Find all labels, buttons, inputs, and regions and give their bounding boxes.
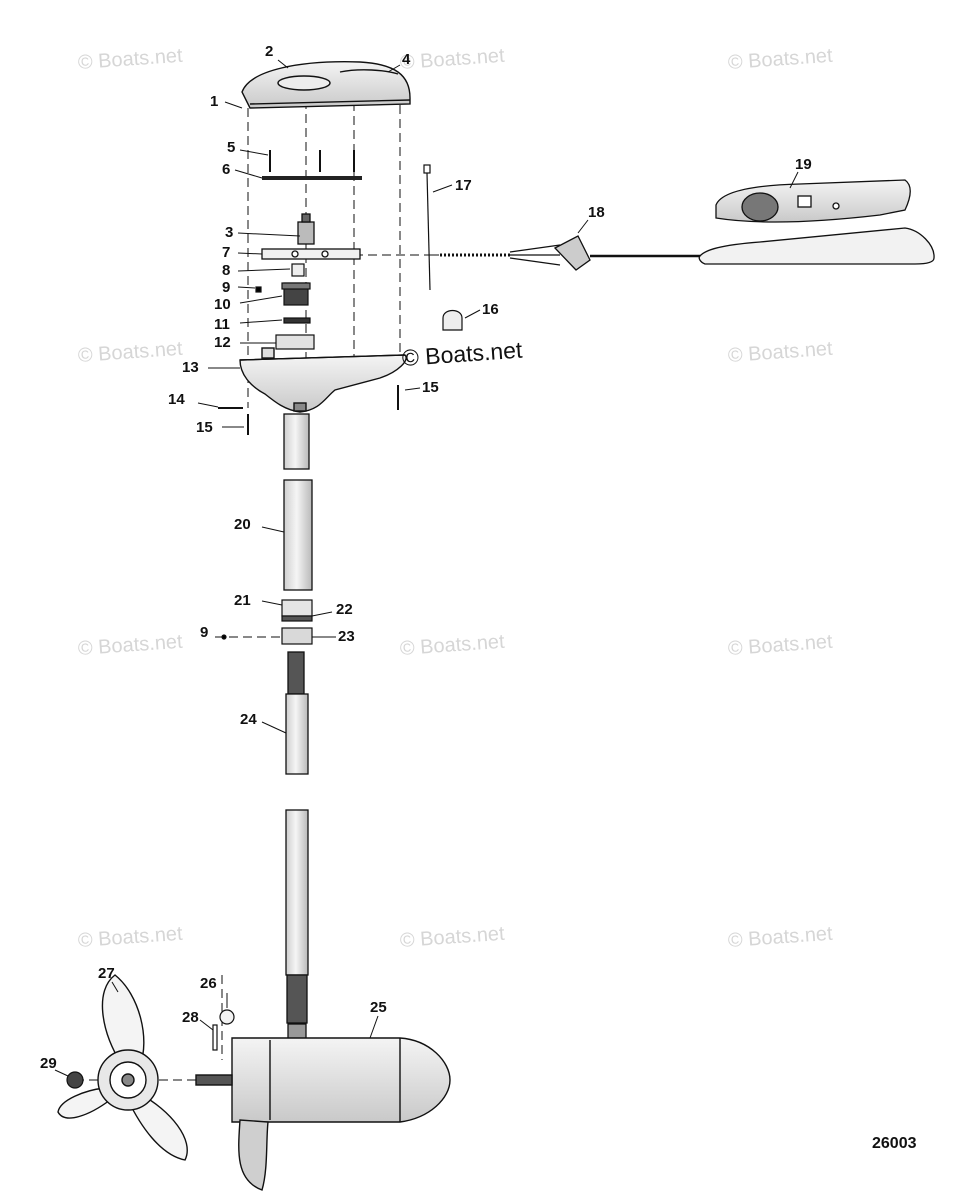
callout-15a: 15 <box>196 419 213 436</box>
side-screws <box>218 385 399 435</box>
cable-assembly <box>440 235 705 271</box>
callout-27: 27 <box>98 965 115 982</box>
callout-2: 2 <box>265 43 274 60</box>
callout-24: 24 <box>240 711 257 728</box>
callout-17: 17 <box>455 177 472 194</box>
callout-23: 23 <box>338 628 355 645</box>
callout-3: 3 <box>225 224 234 241</box>
callout-19: 19 <box>795 156 812 173</box>
callout-10: 10 <box>214 296 231 313</box>
callout-15b: 15 <box>422 379 439 396</box>
callout-14: 14 <box>168 391 185 408</box>
callout-21: 21 <box>234 592 251 609</box>
lower-shaft <box>285 651 309 1040</box>
callout-1: 1 <box>210 93 219 110</box>
callout-6: 6 <box>222 161 231 178</box>
callout-22: 22 <box>336 601 353 618</box>
callout-26: 26 <box>200 975 217 992</box>
callout-5: 5 <box>227 139 236 156</box>
top-cover <box>241 61 411 109</box>
callout-8: 8 <box>222 262 231 279</box>
gasket-plate <box>262 176 362 180</box>
callout-9b: 9 <box>200 624 209 641</box>
callout-7: 7 <box>222 244 231 261</box>
propeller <box>57 974 188 1161</box>
motor-housing <box>195 1037 451 1191</box>
callout-28: 28 <box>182 1009 199 1026</box>
cap-part <box>442 309 463 331</box>
callout-9a: 9 <box>222 279 231 296</box>
control-bracket <box>261 213 361 260</box>
head-base <box>239 347 407 413</box>
leader-lines <box>54 59 799 1077</box>
upper-shaft <box>283 413 313 591</box>
callout-13: 13 <box>182 359 199 376</box>
lower-collars <box>221 599 313 645</box>
bushing-stack <box>255 263 315 350</box>
callout-4: 4 <box>402 51 411 68</box>
cable-tie <box>423 164 431 291</box>
screws-top <box>269 150 355 172</box>
prop-hardware <box>66 1009 235 1089</box>
callout-16: 16 <box>482 301 499 318</box>
callout-11: 11 <box>214 316 230 333</box>
callout-29: 29 <box>40 1055 57 1072</box>
callout-20: 20 <box>234 516 251 533</box>
callout-25: 25 <box>370 999 387 1016</box>
foot-pedal <box>698 179 935 265</box>
drawing-number: 26003 <box>872 1135 917 1152</box>
callout-12: 12 <box>214 334 231 351</box>
callout-18: 18 <box>588 204 605 221</box>
